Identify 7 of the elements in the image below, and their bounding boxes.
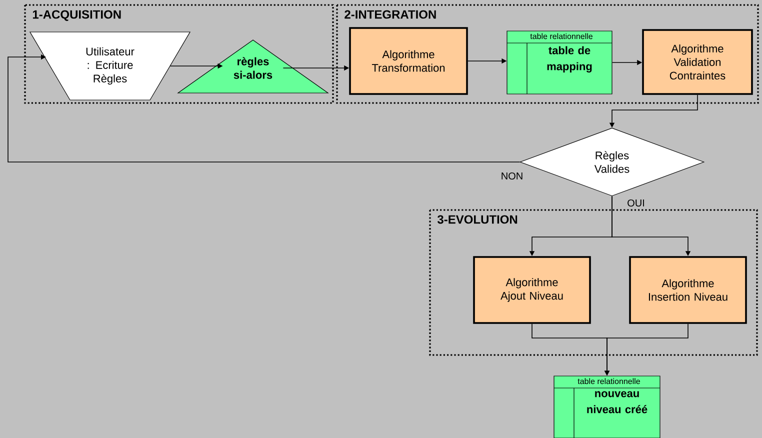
- arrow: [8, 54, 520, 162]
- process-box: Algorithme Insertion Niveau: [629, 256, 747, 324]
- process-box: Algorithme Transformation: [349, 27, 468, 95]
- process-box: Algorithme Validation Contraintes: [642, 29, 753, 95]
- process-box: Algorithme Ajout Niveau: [473, 256, 591, 324]
- table-box: table relationnelle table de mapping: [506, 30, 612, 94]
- table-box: table relationnelle nouveau niveau créé: [554, 376, 660, 438]
